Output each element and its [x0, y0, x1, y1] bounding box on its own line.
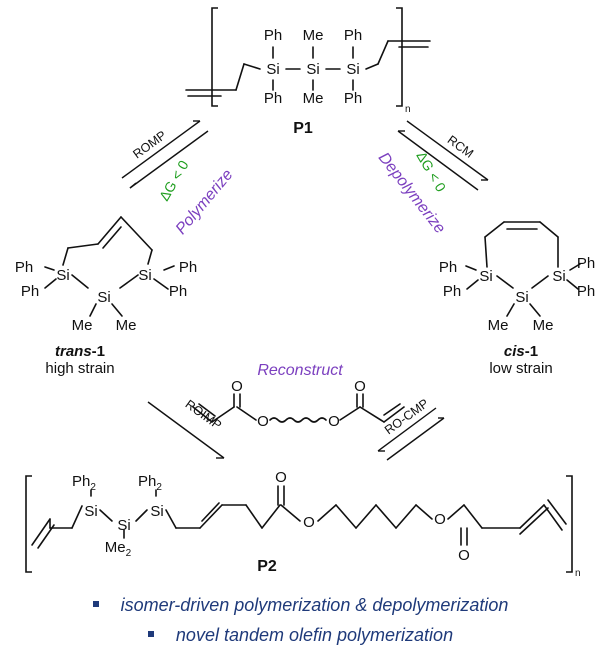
rocmp-equilibrium-arrows — [377, 407, 445, 461]
bullet-text-1: isomer-driven polymerization & depolymer… — [120, 595, 509, 615]
delta-g-left: ΔG < 0 — [156, 157, 192, 203]
reaction-scheme: Si Si Si Ph Me Ph Ph Me Ph n P1 ROMP ΔG … — [15, 7, 595, 579]
cis1-ph-3: Ph — [577, 255, 595, 272]
p2-ph2-right: Ph2 — [138, 473, 162, 493]
trans1-ph-1: Ph — [15, 259, 33, 276]
acrylate-o-carbonyl-1: O — [231, 378, 243, 395]
trans1-si-right: Si — [138, 267, 151, 284]
p1-label: P1 — [293, 120, 313, 137]
p2-o-ester-2: O — [434, 511, 446, 528]
cis1-ph-1: Ph — [439, 259, 457, 276]
p1-ph-3: Ph — [264, 90, 282, 107]
polymer-p1: Si Si Si Ph Me Ph Ph Me Ph n P1 — [185, 7, 431, 137]
trans1-label: trans-1 — [55, 343, 105, 360]
compound-trans-1: Si Si Si Ph Ph Ph Ph Me Me trans-1 high … — [15, 216, 197, 377]
cis1-si-center: Si — [515, 289, 528, 306]
cis1-me-2: Me — [533, 317, 554, 334]
alkyl-chain-wavy — [269, 417, 327, 423]
p1-si-2: Si — [306, 61, 319, 78]
p1-ph-2: Ph — [344, 27, 362, 44]
rcm-label: RCM — [445, 133, 476, 161]
bullet-item-1: isomer-driven polymerization & depolymer… — [0, 590, 601, 620]
p1-repeat-n: n — [405, 104, 411, 115]
p2-right-bracket — [566, 475, 573, 573]
p1-ph-4: Ph — [344, 90, 362, 107]
p2-repeat-n: n — [575, 568, 581, 579]
cis1-strain: low strain — [489, 360, 552, 377]
trans1-si-left: Si — [56, 267, 69, 284]
polymer-p2: Si Si Si Ph2 Ph2 Me2 O O O O n P2 — [25, 469, 581, 579]
summary-bullets: isomer-driven polymerization & depolymer… — [0, 590, 601, 650]
bullet-square-icon — [147, 631, 154, 638]
p2-si-right: Si — [150, 503, 163, 520]
trans1-ph-4: Ph — [169, 283, 187, 300]
p1-si-3: Si — [346, 61, 359, 78]
trans1-strain: high strain — [45, 360, 114, 377]
p1-me-1: Me — [303, 27, 324, 44]
reconstruct-label: Reconstruct — [257, 362, 343, 379]
cis1-si-right: Si — [552, 268, 565, 285]
p1-ph-1: Ph — [264, 27, 282, 44]
trans1-me-2: Me — [116, 317, 137, 334]
acrylate-o-ester-2: O — [328, 413, 340, 430]
p2-left-bracket — [25, 475, 32, 573]
bullet-item-2: novel tandem olefin polymerization — [0, 620, 601, 650]
bullet-square-icon — [92, 601, 99, 608]
acrylate-o-carbonyl-2: O — [354, 378, 366, 395]
rcm-equilibrium-arrows — [397, 120, 489, 191]
p1-right-bracket — [396, 7, 403, 107]
p2-label: P2 — [257, 558, 277, 575]
romp-equilibrium-arrows — [121, 120, 209, 189]
cis1-me-1: Me — [488, 317, 509, 334]
p2-ph2-left: Ph2 — [72, 473, 96, 493]
cis1-ph-2: Ph — [443, 283, 461, 300]
bullet-text-2: novel tandem olefin polymerization — [175, 625, 454, 645]
p2-o-carbonyl-2: O — [458, 547, 470, 564]
cis1-ph-4: Ph — [577, 283, 595, 300]
p2-me2: Me2 — [105, 539, 132, 559]
acrylate-o-ester-1: O — [257, 413, 269, 430]
roimp-label: ROIMP — [183, 397, 224, 432]
p2-si-center: Si — [117, 517, 130, 534]
trans1-ph-3: Ph — [179, 259, 197, 276]
diacrylate-linker: O O O O — [192, 378, 405, 430]
trans1-me-1: Me — [72, 317, 93, 334]
roimp-arrow — [147, 401, 225, 459]
compound-cis-1: Si Si Si Ph Ph Ph Ph Me Me cis-1 low str… — [439, 221, 595, 377]
trans1-si-center: Si — [97, 289, 110, 306]
p2-o-carbonyl-1: O — [275, 469, 287, 486]
romp-label: ROMP — [130, 128, 169, 161]
p1-me-2: Me — [303, 90, 324, 107]
trans1-ph-2: Ph — [21, 283, 39, 300]
p1-left-bracket — [211, 7, 218, 107]
cis1-si-left: Si — [479, 268, 492, 285]
p2-o-ester-1: O — [303, 514, 315, 531]
cis1-label: cis-1 — [504, 343, 538, 360]
p2-si-left: Si — [84, 503, 97, 520]
p1-si-1: Si — [266, 61, 279, 78]
